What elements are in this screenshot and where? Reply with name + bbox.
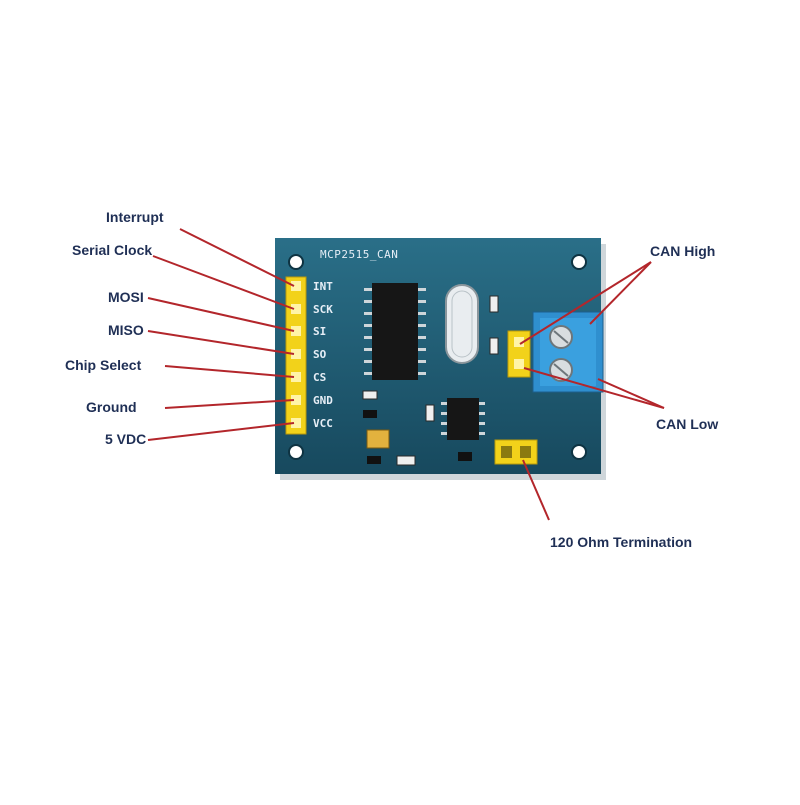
- termination-pin: [501, 446, 512, 458]
- transceiver-chip: [441, 398, 485, 440]
- leader-line-interrupt: [179, 228, 295, 287]
- leader-line-serial-clock: [152, 255, 295, 310]
- header-pin: [291, 395, 301, 405]
- crystal-oscillator: [445, 284, 479, 364]
- leader-line-can-high-b: [519, 261, 652, 345]
- header-pins: [291, 281, 301, 428]
- leader-line-ground: [164, 399, 295, 409]
- jumper-pin: [514, 337, 524, 347]
- smd-component: [458, 452, 472, 461]
- mounting-hole: [571, 254, 587, 270]
- callout-can-high: CAN High: [650, 243, 716, 259]
- pin-label-cs: CS: [313, 371, 327, 384]
- header-pin: [291, 372, 301, 382]
- callout-chip-select: Chip Select: [65, 357, 142, 373]
- mcp2515-chip: [364, 283, 426, 380]
- callout-termination: 120 Ohm Termination: [550, 534, 693, 550]
- header-pin: [291, 418, 301, 428]
- termination-pin: [520, 446, 531, 458]
- smd-component: [489, 337, 499, 355]
- callout-can-low: CAN Low: [656, 416, 719, 432]
- smd-component: [363, 410, 377, 418]
- mounting-hole: [571, 444, 587, 460]
- pin-label-int: INT: [313, 280, 333, 293]
- callout-interrupt: Interrupt: [106, 209, 164, 225]
- pin-label-so: SO: [313, 348, 327, 361]
- callout-serial-clock: Serial Clock: [72, 242, 153, 258]
- pin-label-vcc: VCC: [313, 417, 333, 430]
- crystal-inner: [451, 290, 473, 358]
- board-title: MCP2515_CAN: [320, 248, 399, 261]
- mounting-hole: [288, 444, 304, 460]
- smd-component: [489, 295, 499, 313]
- smd-component: [396, 455, 416, 466]
- tantalum-capacitor: [366, 429, 390, 449]
- can-jumper: [507, 330, 531, 378]
- header-pin: [291, 304, 301, 314]
- callout-ground: Ground: [86, 399, 137, 415]
- smd-component: [367, 456, 381, 464]
- header-pin: [291, 349, 301, 359]
- pin-label-si: SI: [313, 325, 327, 338]
- pin-label-sck: SCK: [313, 303, 333, 316]
- leader-line-chip-select: [164, 365, 295, 378]
- callout-miso: MISO: [108, 322, 144, 338]
- header-pin: [291, 326, 301, 336]
- callout-5vdc: 5 VDC: [105, 431, 147, 447]
- leader-line-termination: [522, 459, 550, 521]
- leader-line-can-low-b: [523, 367, 665, 409]
- mounting-hole: [288, 254, 304, 270]
- leader-line-miso: [147, 330, 295, 355]
- header-pin: [291, 281, 301, 291]
- pin-label-gnd: GND: [313, 394, 333, 407]
- leader-lines: [147, 228, 665, 521]
- smd-component: [362, 390, 378, 400]
- callout-mosi: MOSI: [108, 289, 144, 305]
- smd-component: [425, 404, 435, 422]
- leader-line-can-low-a: [597, 378, 665, 409]
- leader-line-can-high-a: [589, 261, 652, 325]
- leader-line-5vdc: [147, 422, 295, 441]
- jumper-pin: [514, 359, 524, 369]
- leader-line-mosi: [147, 297, 295, 332]
